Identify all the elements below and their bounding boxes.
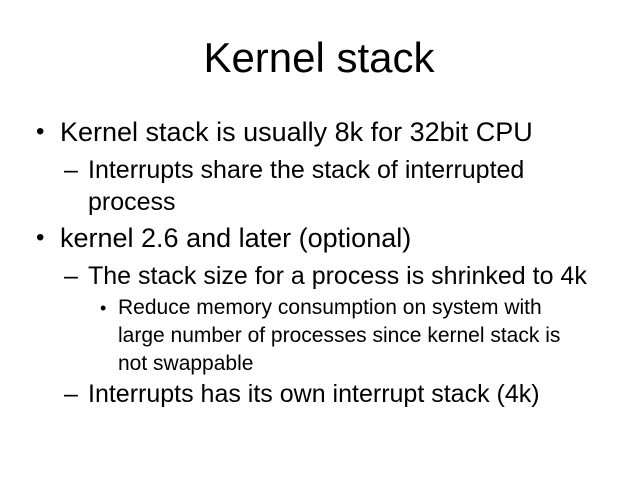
bullet-text: Reduce memory consumption on system with… bbox=[118, 296, 561, 375]
bullet-text: The stack size for a process is shrinked… bbox=[88, 262, 587, 290]
bullet-text: Interrupts share the stack of interrupte… bbox=[88, 156, 525, 216]
bullet-icon: • bbox=[36, 118, 45, 145]
bullet-item-kernel-26: • kernel 2.6 and later (optional) bbox=[36, 221, 610, 255]
dash-icon: – bbox=[64, 380, 78, 408]
bullet-icon: • bbox=[100, 298, 107, 318]
dash-icon: – bbox=[64, 156, 78, 184]
bullet-text: Interrupts has its own interrupt stack (… bbox=[88, 380, 540, 408]
bullet-item-reduce-memory: • Reduce memory consumption on system wi… bbox=[100, 294, 610, 378]
slide-body: • Kernel stack is usually 8k for 32bit C… bbox=[0, 82, 638, 410]
bullet-item-stack-shrinked: – The stack size for a process is shrink… bbox=[64, 260, 610, 292]
bullet-icon: • bbox=[36, 224, 45, 251]
bullet-item-interrupts-share: – Interrupts share the stack of interrup… bbox=[64, 154, 610, 218]
slide-title: Kernel stack bbox=[203, 34, 435, 81]
bullet-text: kernel 2.6 and later (optional) bbox=[60, 223, 412, 253]
bullet-item-interrupt-stack: – Interrupts has its own interrupt stack… bbox=[64, 378, 610, 410]
dash-icon: – bbox=[64, 262, 78, 290]
bullet-item-kernel-stack-size: • Kernel stack is usually 8k for 32bit C… bbox=[36, 115, 610, 149]
bullet-text: Kernel stack is usually 8k for 32bit CPU bbox=[60, 117, 533, 147]
